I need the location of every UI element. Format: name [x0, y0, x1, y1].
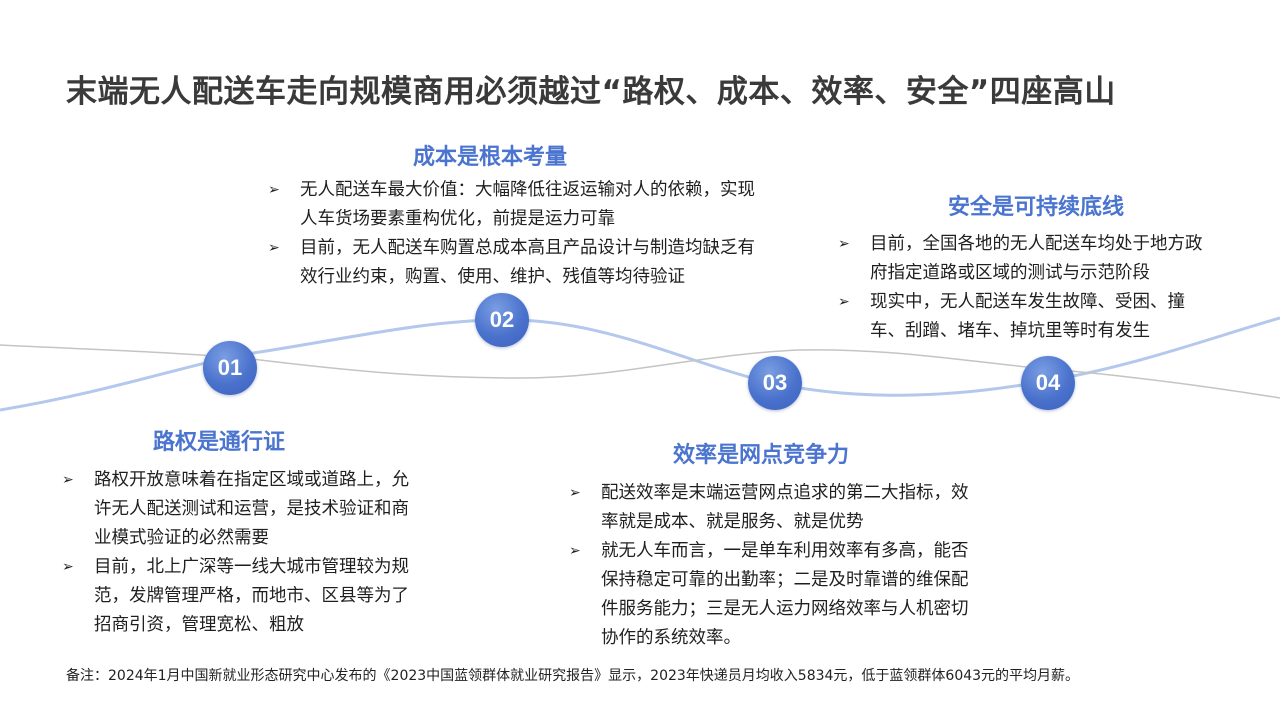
section-title-efficiency: 效率是网点竞争力	[673, 443, 850, 468]
section-title-safety: 安全是可持续底线	[948, 195, 1125, 220]
section-title-cost: 成本是根本考量	[413, 145, 568, 170]
slide-title: 末端无人配送车走向规模商用必须越过“路权、成本、效率、安全”四座高山	[66, 74, 1116, 110]
arrow-bullet-icon: ➢	[62, 559, 74, 575]
section-title-road-rights: 路权是通行证	[153, 430, 286, 455]
footnote: 备注：2024年1月中国新就业形态研究中心发布的《2023中国蓝领群体就业研究报…	[66, 668, 1080, 684]
bullet-item: ➢ 无人配送车最大价值：大幅降低往返运输对人的依赖，实现人车货场要素重构优化，前…	[268, 176, 758, 234]
section-bullets-cost: ➢ 无人配送车最大价值：大幅降低往返运输对人的依赖，实现人车货场要素重构优化，前…	[268, 176, 758, 292]
arrow-bullet-icon: ➢	[268, 182, 280, 198]
step-node-02: 02	[475, 293, 529, 347]
bullet-item: ➢ 就无人车而言，一是单车利用效率有多高，能否保持稳定可靠的出勤率；二是及时靠谱…	[569, 537, 979, 653]
bullet-item: ➢ 现实中，无人配送车发生故障、受困、撞车、刮蹭、堵车、掉坑里等时有发生	[838, 288, 1218, 346]
arrow-bullet-icon: ➢	[569, 485, 581, 501]
step-node-03: 03	[748, 356, 802, 410]
step-node-01: 01	[203, 341, 257, 395]
bullet-item: ➢ 配送效率是末端运营网点追求的第二大指标，效率就是成本、就是服务、就是优势	[569, 479, 979, 537]
arrow-bullet-icon: ➢	[569, 543, 581, 559]
section-bullets-efficiency: ➢ 配送效率是末端运营网点追求的第二大指标，效率就是成本、就是服务、就是优势 ➢…	[569, 479, 979, 653]
section-bullets-road-rights: ➢ 路权开放意味着在指定区域或道路上，允许无人配送测试和运营，是技术验证和商业模…	[62, 466, 412, 640]
bullet-item: ➢ 目前，北上广深等一线大城市管理较为规范，发牌管理严格，而地市、区县等为了招商…	[62, 553, 412, 640]
arrow-bullet-icon: ➢	[838, 236, 850, 252]
bullet-item: ➢ 目前，无人配送车购置总成本高且产品设计与制造均缺乏有效行业约束，购置、使用、…	[268, 234, 758, 292]
bullet-item: ➢ 目前，全国各地的无人配送车均处于地方政府指定道路或区域的测试与示范阶段	[838, 230, 1218, 288]
section-bullets-safety: ➢ 目前，全国各地的无人配送车均处于地方政府指定道路或区域的测试与示范阶段 ➢ …	[838, 230, 1218, 346]
bullet-item: ➢ 路权开放意味着在指定区域或道路上，允许无人配送测试和运营，是技术验证和商业模…	[62, 466, 412, 553]
arrow-bullet-icon: ➢	[838, 294, 850, 310]
step-node-04: 04	[1021, 356, 1075, 410]
arrow-bullet-icon: ➢	[62, 472, 74, 488]
arrow-bullet-icon: ➢	[268, 240, 280, 256]
